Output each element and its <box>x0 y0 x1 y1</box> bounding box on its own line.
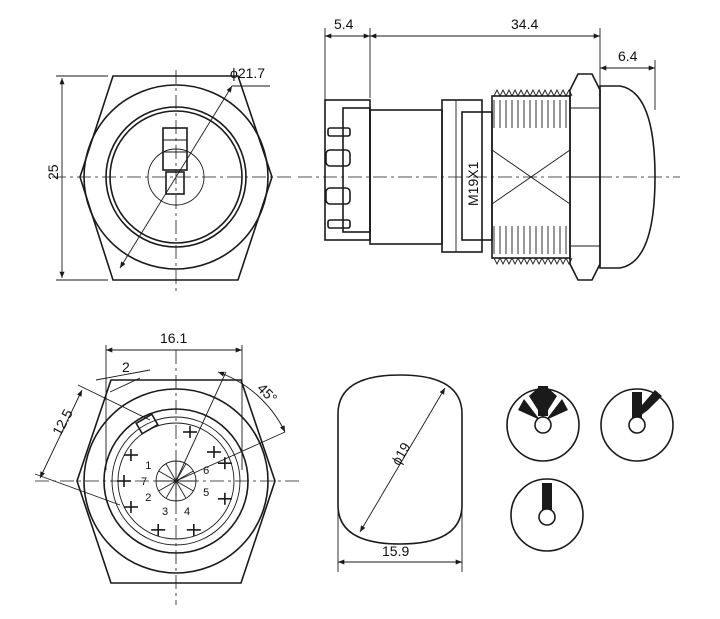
panel-cutout: ϕ19 15.9 <box>337 374 463 572</box>
side-view: 5.4 34.4 6.4 M19X1 <box>298 16 680 281</box>
outer-bezel-circle <box>83 84 269 270</box>
top-height-label: 25 <box>45 164 61 180</box>
thread-tooth <box>553 88 561 97</box>
thread-tooth <box>493 88 501 97</box>
cutout-shape <box>337 374 463 545</box>
pin: 4 <box>184 506 201 536</box>
pin <box>207 446 221 458</box>
thread-tooth <box>547 88 555 97</box>
thread-tooth <box>511 88 519 97</box>
pin <box>183 426 197 438</box>
thread-tooth <box>565 88 573 97</box>
cutout-diameter-label: ϕ19 <box>388 440 414 468</box>
thread-tooth <box>505 88 513 97</box>
body-length-label: 34.4 <box>511 16 538 32</box>
thread-tooth <box>505 257 513 266</box>
thread-barrel <box>491 88 573 266</box>
thread-tooth <box>541 257 549 266</box>
pin-number: 2 <box>145 492 151 504</box>
angle-label: 45° <box>254 380 280 406</box>
pin: 2 <box>123 492 151 513</box>
thread-tooth <box>547 257 555 266</box>
key-position-two-way <box>600 388 674 462</box>
thread-tooth <box>511 257 519 266</box>
pin: 5 <box>203 487 232 505</box>
thread-tooth <box>499 257 507 266</box>
cap-dome <box>599 85 656 269</box>
key-position-three-way <box>506 386 580 462</box>
pin-pitch-label: 2 <box>122 359 130 375</box>
thread-tooth <box>529 88 537 97</box>
thread-tooth <box>529 257 537 266</box>
thread-tooth <box>517 88 525 97</box>
thread-label: M19X1 <box>465 161 481 206</box>
top-diameter-label: ϕ21.7 <box>230 65 265 81</box>
pin-number: 1 <box>145 460 151 472</box>
thread-tooth <box>493 257 501 266</box>
pin-number: 7 <box>141 476 147 488</box>
terminal-length-label: 5.4 <box>334 16 354 32</box>
hex-nut <box>79 75 273 281</box>
thread-tooth <box>523 88 531 97</box>
pin-number: 6 <box>203 465 209 477</box>
thread-tooth <box>541 88 549 97</box>
thread-tooth <box>535 257 543 266</box>
pin-number: 3 <box>162 506 168 518</box>
pin: 3 <box>151 506 168 536</box>
pin: 1 <box>123 449 151 472</box>
pin-number: 4 <box>184 506 190 518</box>
key-position-single <box>510 478 584 552</box>
top-view: ϕ21.7 25 <box>45 65 295 292</box>
cutout-width-label: 15.9 <box>382 543 409 559</box>
thread-tooth <box>565 257 573 266</box>
pin: 7 <box>117 475 147 488</box>
cap-height-label: 6.4 <box>618 48 638 64</box>
thread-tooth <box>499 88 507 97</box>
thread-tooth <box>553 257 561 266</box>
thread-tooth <box>559 257 567 266</box>
thread-tooth <box>559 88 567 97</box>
thread-tooth <box>523 257 531 266</box>
pin-number: 5 <box>203 487 209 499</box>
thread-tooth <box>535 88 543 97</box>
thread-tooth <box>517 257 525 266</box>
pin-terminal <box>135 413 159 435</box>
bottom-width-label: 16.1 <box>160 330 187 346</box>
